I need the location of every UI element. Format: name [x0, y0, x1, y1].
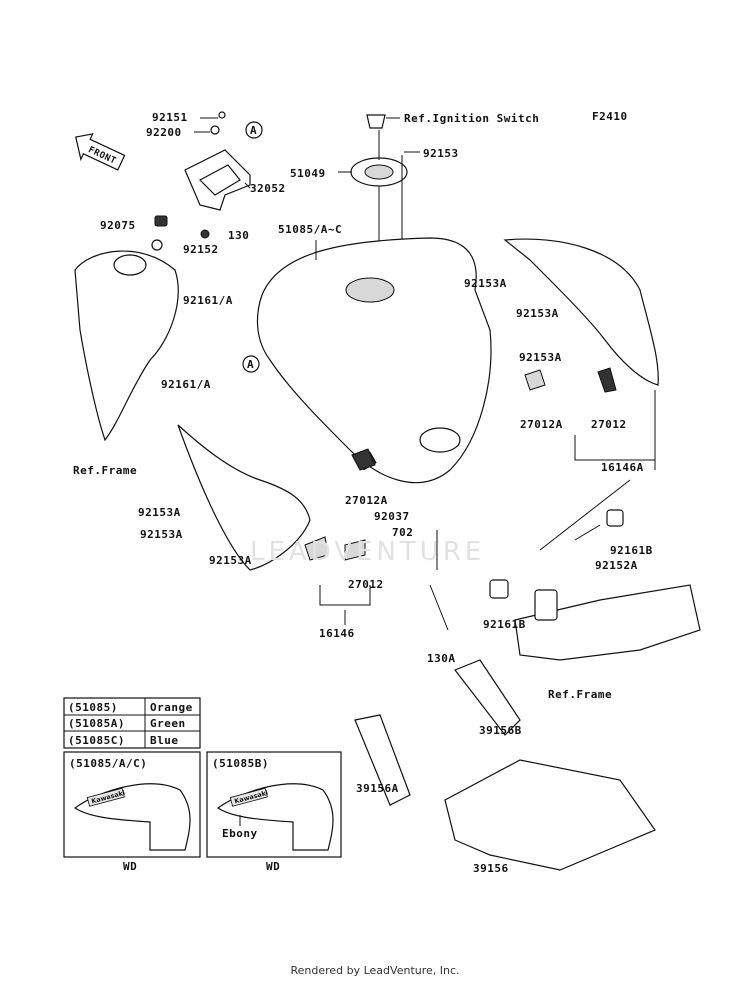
callout-92153a: 92153A [138, 506, 181, 519]
variant-title: (51085/A/C) [69, 757, 147, 770]
callout-92161a: 92161/A [183, 294, 233, 307]
callout-27012a: 27012A [520, 418, 563, 431]
side-cover-16146 [177, 424, 376, 571]
callout-92037: 92037 [374, 510, 410, 523]
variant-caption: WD [123, 860, 137, 873]
variant-box-51085b: (51085B) Kawasaki Ebony WD [206, 751, 342, 873]
callout-92152: 92152 [183, 243, 219, 256]
callout-92153: 92153 [423, 147, 459, 160]
variant-caption: WD [266, 860, 280, 873]
callout-92153a: 92153A [140, 528, 183, 541]
callout-51049: 51049 [290, 167, 326, 180]
callout-92153a: 92153A [516, 307, 559, 320]
callout-ref-ignition-switch: Ref.Ignition Switch [404, 112, 539, 125]
callout-ref-a: A [247, 358, 254, 371]
table-color: Orange [150, 701, 193, 714]
ref-a-circle-icon [242, 355, 260, 373]
fuel-tank-51085 [256, 237, 492, 484]
pads-39156 [354, 659, 656, 871]
callout-39156a: 39156A [356, 782, 399, 795]
callout-702: 702 [392, 526, 413, 539]
callout-39156: 39156 [473, 862, 509, 875]
callout-92152a: 92152A [595, 559, 638, 572]
callout-92153a: 92153A [209, 554, 252, 567]
callout-labels: F2410 92151 92200 A 32052 92075 130 9215… [73, 110, 653, 875]
ebony-note: Ebony [222, 827, 258, 840]
callout-ref-frame: Ref.Frame [73, 464, 137, 477]
callout-16146: 16146 [319, 627, 355, 640]
callout-ref-frame: Ref.Frame [548, 688, 612, 701]
callout-92153a: 92153A [464, 277, 507, 290]
callout-130: 130 [228, 229, 249, 242]
table-color: Blue [150, 734, 179, 747]
leader-lines [194, 117, 656, 625]
ref-frame-right [429, 509, 701, 661]
callout-51085: 51085/A~C [278, 223, 342, 236]
fuel-cap-51049 [350, 114, 408, 280]
callout-92153a: 92153A [519, 351, 562, 364]
callout-92161b: 92161B [483, 618, 526, 631]
callout-27012: 27012 [591, 418, 627, 431]
callout-130a: 130A [427, 652, 456, 665]
diagram-code: F2410 [592, 110, 628, 123]
callout-27012a: 27012A [345, 494, 388, 507]
callout-92151: 92151 [152, 111, 188, 124]
callout-92161a: 92161/A [161, 378, 211, 391]
callout-92200: 92200 [146, 126, 182, 139]
callout-92161b: 92161B [610, 544, 653, 557]
callout-92075: 92075 [100, 219, 136, 232]
ref-frame-left [74, 250, 179, 442]
footer: Rendered by LeadVenture, Inc. [290, 964, 459, 977]
table-part: (51085) [68, 701, 118, 714]
front-arrow-icon: FRONT [75, 133, 126, 171]
callout-ref-a: A [250, 124, 257, 137]
table-part: (51085A) [68, 717, 125, 730]
color-table: (51085) Orange (51085A) Green (51085C) B… [63, 697, 201, 749]
watermark: LEADVENTURE [250, 537, 485, 567]
variant-title: (51085B) [212, 757, 269, 770]
variant-box-51085-a-c: (51085/A/C) Kawasaki WD [63, 751, 201, 873]
callout-16146a: 16146A [601, 461, 644, 474]
callout-39156b: 39156B [479, 724, 522, 737]
side-cover-16146A [503, 238, 659, 393]
table-color: Green [150, 717, 186, 730]
callout-27012: 27012 [348, 578, 384, 591]
table-part: (51085C) [68, 734, 125, 747]
bracket-32052 [151, 111, 263, 251]
callout-32052: 32052 [250, 182, 286, 195]
